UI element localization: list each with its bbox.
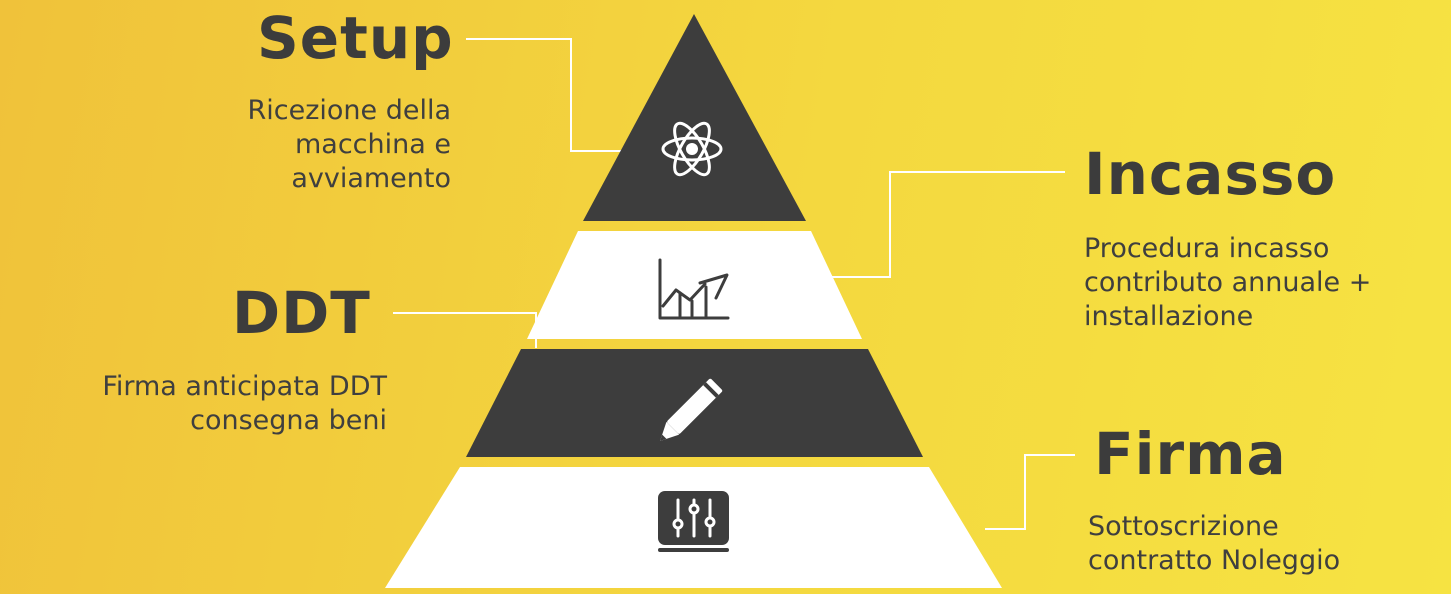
tier-incasso bbox=[527, 231, 862, 339]
firma-title: Firma bbox=[1094, 420, 1287, 488]
incasso-description-line: contributo annuale + bbox=[1084, 267, 1372, 298]
setup-description-line: macchina e bbox=[294, 129, 451, 160]
atom-icon bbox=[661, 121, 723, 177]
firma-description: Sottoscrizione contratto Noleggio bbox=[1088, 510, 1451, 578]
sliders-icon bbox=[658, 491, 729, 552]
incasso-connector bbox=[830, 171, 1065, 278]
setup-description-line: Ricezione della bbox=[247, 95, 451, 126]
setup-description: Ricezione della macchina e avviamento bbox=[151, 94, 451, 196]
incasso-description: Procedura incasso contributo annuale + i… bbox=[1084, 232, 1451, 334]
firma-description-line: Sottoscrizione bbox=[1088, 511, 1279, 542]
setup-connector bbox=[466, 38, 624, 152]
chart-growth-icon bbox=[658, 258, 730, 320]
firma-description-line: contratto Noleggio bbox=[1088, 545, 1341, 576]
incasso-title: Incasso bbox=[1084, 140, 1337, 208]
setup-description-line: avviamento bbox=[291, 163, 451, 194]
ddt-description-line: Firma anticipata DDT bbox=[102, 371, 387, 402]
incasso-description-line: Procedura incasso bbox=[1084, 233, 1330, 264]
ddt-title: DDT bbox=[232, 279, 371, 347]
setup-title: Setup bbox=[257, 4, 454, 72]
ddt-description-line: consegna beni bbox=[190, 405, 387, 436]
ddt-description: Firma anticipata DDT consegna beni bbox=[2, 370, 387, 438]
incasso-description-line: installazione bbox=[1084, 301, 1254, 332]
ddt-connector bbox=[393, 312, 537, 348]
firma-connector bbox=[985, 454, 1075, 530]
tier-setup bbox=[583, 14, 806, 221]
